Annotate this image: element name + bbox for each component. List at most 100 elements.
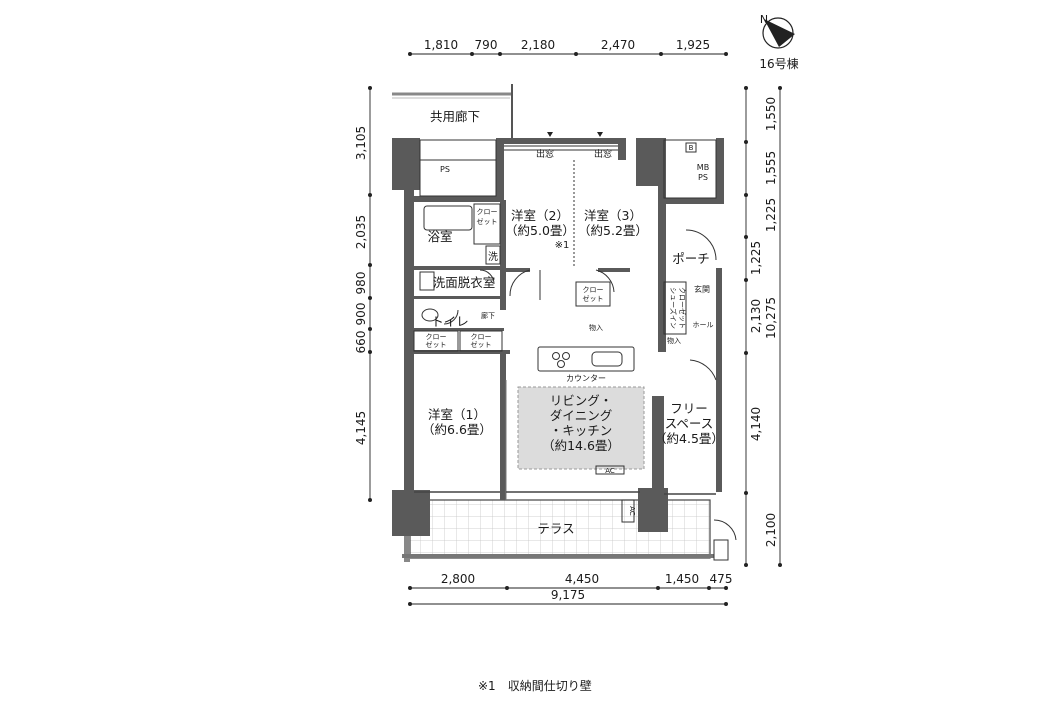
stove-burner-icon bbox=[557, 360, 565, 368]
dim-left-3: 980 bbox=[354, 272, 368, 295]
door-swing-porch bbox=[685, 229, 717, 261]
ldk-size: （約14.6畳） bbox=[542, 438, 620, 453]
stove-burner-icon bbox=[562, 352, 570, 360]
storage-label-2: 物入 bbox=[667, 336, 681, 345]
ac-label-terrace: AC bbox=[628, 506, 636, 516]
wall-west2-left bbox=[500, 200, 506, 310]
mbps-box bbox=[663, 139, 717, 199]
closet-c-label-1: クロー bbox=[583, 286, 604, 294]
closet-a-box bbox=[413, 330, 459, 352]
closet-a-label-1: クロー bbox=[426, 333, 447, 341]
mbps-label-2: PS bbox=[698, 173, 708, 182]
ac-label-ldk: AC bbox=[605, 467, 615, 475]
wall-left bbox=[404, 188, 414, 498]
wall-mbps-right bbox=[716, 138, 724, 204]
dim-left-6: 4,145 bbox=[354, 411, 368, 445]
shoes-closet-label-1: シューズイン bbox=[669, 287, 678, 329]
closet-b-box bbox=[459, 330, 503, 352]
footnote: ※1 収納間仕切り壁 bbox=[478, 679, 592, 693]
dim-left-1: 3,105 bbox=[354, 126, 368, 160]
door-swing-west3 bbox=[595, 269, 615, 293]
free-space-label-2: スペース bbox=[665, 416, 714, 431]
dim-bottom-1: 2,800 bbox=[441, 572, 475, 586]
western-room-2-name: 洋室（2） bbox=[511, 208, 569, 223]
wall-ps-right bbox=[496, 140, 504, 200]
western-room-1-name: 洋室（1） bbox=[428, 407, 486, 422]
bay-window-label-2: 出窓 bbox=[594, 148, 612, 160]
washer-label: 洗 bbox=[488, 251, 498, 263]
free-space-size: （約4.5畳） bbox=[654, 431, 724, 446]
wall-west2-bottom-a bbox=[504, 268, 530, 272]
dim-left-5: 660 bbox=[354, 331, 368, 354]
window-markers bbox=[547, 132, 603, 137]
western-room-3-size: （約5.2畳） bbox=[578, 223, 648, 238]
closet-b-label-1: クロー bbox=[471, 333, 492, 341]
wash-box bbox=[485, 245, 501, 265]
dim-right-5: 2,130 bbox=[749, 299, 763, 333]
wall-top-bay bbox=[496, 138, 626, 144]
closet-bath-label-1: クロー bbox=[477, 208, 498, 216]
wall-pillar-sw bbox=[392, 490, 430, 536]
closet-bath-box bbox=[473, 203, 501, 245]
western-room-3-name: 洋室（3） bbox=[584, 208, 642, 223]
closet-c-label-2: ゼット bbox=[583, 294, 604, 303]
wall-pillar-ne bbox=[636, 138, 666, 186]
common-corridor: 共用廊下 bbox=[392, 84, 513, 138]
hallway-label: 廊下 bbox=[481, 311, 495, 320]
western-room-2-size: （約5.0畳） bbox=[505, 223, 575, 238]
wall-free-left bbox=[652, 396, 664, 494]
porch-label: ポーチ bbox=[672, 251, 710, 266]
door-swing-wash bbox=[479, 269, 495, 285]
dim-bottom-total: 9,175 bbox=[551, 588, 585, 602]
bay-window-label-1: 出窓 bbox=[536, 148, 554, 160]
wall-top-left bbox=[404, 196, 502, 202]
ac-unit-ldk bbox=[595, 465, 625, 475]
dim-left-2: 2,035 bbox=[354, 215, 368, 249]
free-space-label-1: フリー bbox=[670, 401, 708, 416]
door-swing-entrance bbox=[689, 359, 717, 381]
dim-right-total: 10,275 bbox=[764, 297, 778, 339]
storage-partition-note-mark: ※1 bbox=[555, 240, 570, 251]
stove-burner-icon bbox=[552, 352, 560, 360]
dim-right-6: 4,140 bbox=[749, 407, 763, 441]
dimension-ticks bbox=[368, 52, 782, 606]
terrace-drain-box bbox=[713, 539, 729, 561]
mbps-b-label: B bbox=[689, 144, 694, 152]
ps-label: PS bbox=[440, 165, 450, 174]
washbasin-icon bbox=[419, 271, 435, 291]
wall-free-right bbox=[716, 378, 722, 492]
compass-letter: N bbox=[760, 13, 768, 26]
corridor-label: 共用廊下 bbox=[430, 109, 480, 124]
dim-right-4: 1,225 bbox=[749, 241, 763, 275]
dim-top-4: 2,470 bbox=[601, 38, 635, 52]
ldk-label-2: ダイニング bbox=[550, 408, 613, 423]
dim-right-3: 1,225 bbox=[764, 198, 778, 232]
bathroom-label: 浴室 bbox=[427, 229, 452, 244]
dim-right-7: 2,100 bbox=[764, 513, 778, 547]
wall-right-upper bbox=[658, 180, 666, 352]
shoes-closet-box bbox=[663, 281, 687, 335]
closet-bath-label-2: ゼット bbox=[477, 217, 498, 226]
building-label: 16号棟 bbox=[759, 56, 798, 71]
terrace-label: テラス bbox=[537, 521, 574, 536]
kitchen-counter bbox=[537, 346, 635, 372]
bathtub-icon bbox=[423, 205, 473, 231]
closet-b-label-2: ゼット bbox=[471, 340, 492, 349]
wall-west1-right bbox=[500, 352, 506, 500]
closet-a-label-2: ゼット bbox=[426, 340, 447, 349]
wall-wash-bottom bbox=[414, 296, 504, 299]
dim-right-2: 1,555 bbox=[764, 151, 778, 185]
western-room-1-size: （約6.6畳） bbox=[422, 422, 492, 437]
ps-box bbox=[419, 139, 497, 197]
compass-north-arrow-icon bbox=[764, 19, 795, 47]
closet-c-box bbox=[575, 281, 611, 307]
toilet-label: トイレ bbox=[431, 314, 469, 329]
wall-bath-bottom bbox=[414, 266, 504, 270]
dim-top-5: 1,925 bbox=[676, 38, 710, 52]
dim-bottom-3: 1,450 bbox=[665, 572, 699, 586]
compass: N 16号棟 bbox=[759, 13, 798, 71]
shoes-closet-label-2: クローゼット bbox=[678, 287, 687, 329]
dim-right-1: 1,550 bbox=[764, 97, 778, 131]
ldk-label-3: ・キッチン bbox=[550, 423, 613, 438]
dim-bottom-4: 475 bbox=[710, 572, 733, 586]
